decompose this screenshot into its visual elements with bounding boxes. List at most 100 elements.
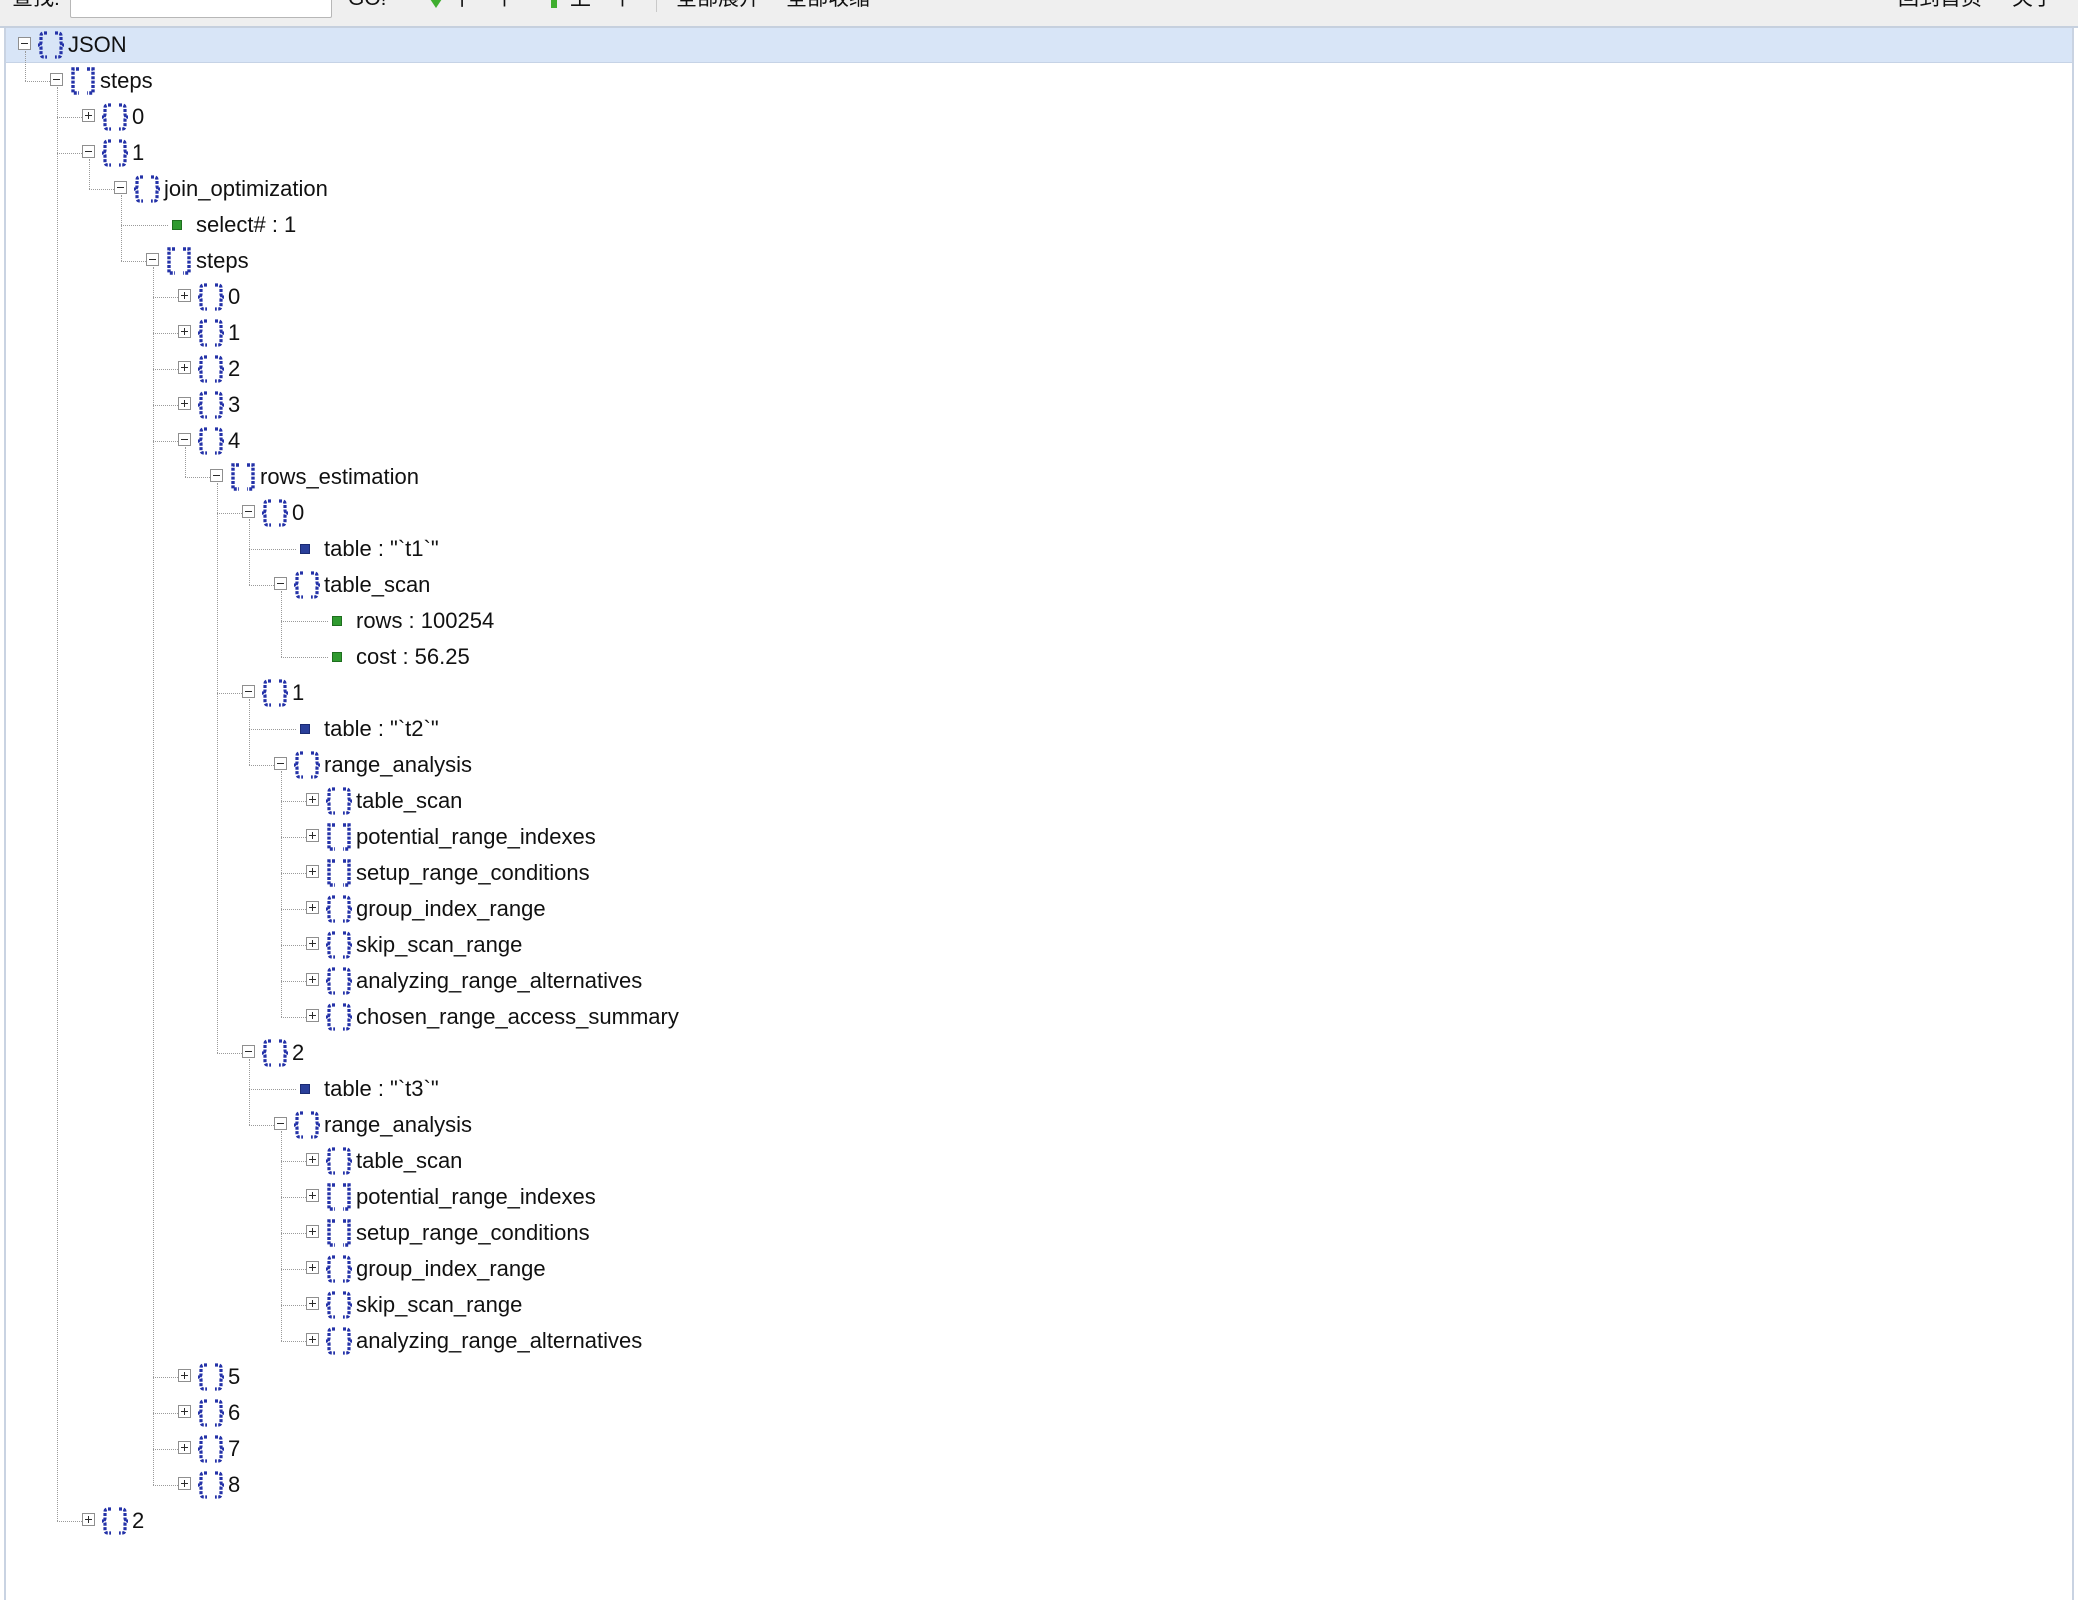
- tree-connector: [281, 981, 306, 982]
- expand-toggle-icon[interactable]: [178, 1405, 191, 1418]
- collapse-toggle-icon[interactable]: [178, 433, 191, 446]
- collapse-toggle-icon[interactable]: [82, 145, 95, 158]
- expand-toggle-icon[interactable]: [306, 937, 319, 950]
- tree-node-row: setup_range_conditions: [6, 856, 2066, 890]
- tree-node-label[interactable]: join_optimization: [164, 176, 328, 201]
- collapse-all-button[interactable]: 全部收缩: [786, 0, 870, 14]
- object-brace-icon: [100, 103, 130, 131]
- tree-node-label[interactable]: JSON: [68, 32, 127, 57]
- tree-connector: [281, 1017, 306, 1018]
- tree-node-label[interactable]: 0: [132, 104, 145, 129]
- collapse-toggle-icon[interactable]: [18, 37, 31, 50]
- expand-toggle-icon[interactable]: [306, 865, 319, 878]
- tree-node-label[interactable]: rows_estimation: [260, 464, 419, 489]
- tree-connector: [153, 333, 178, 334]
- string-value-icon: [300, 1084, 310, 1094]
- collapse-toggle-icon[interactable]: [274, 757, 287, 770]
- tree-connector: [153, 1377, 178, 1378]
- collapse-toggle-icon[interactable]: [114, 181, 127, 194]
- expand-toggle-icon[interactable]: [178, 1477, 191, 1490]
- object-brace-icon: [324, 1291, 354, 1319]
- expand-toggle-icon[interactable]: [82, 1513, 95, 1526]
- expand-all-button[interactable]: 全部展开: [676, 0, 760, 14]
- tree-node-label[interactable]: 2: [292, 1040, 305, 1065]
- next-button[interactable]: 下一个: [430, 0, 515, 14]
- expand-toggle-icon[interactable]: [178, 397, 191, 410]
- object-brace-icon: [260, 679, 290, 707]
- search-input[interactable]: [70, 0, 332, 18]
- tree-node-label[interactable]: table_scan: [356, 788, 463, 813]
- expand-toggle-icon[interactable]: [178, 325, 191, 338]
- tree-node-row: setup_range_conditions: [6, 1216, 2066, 1250]
- expand-toggle-icon[interactable]: [306, 1189, 319, 1202]
- tree-node-label[interactable]: range_analysis: [324, 1112, 472, 1137]
- prev-button[interactable]: 上一个: [548, 0, 633, 14]
- tree-node-label[interactable]: range_analysis: [324, 752, 472, 777]
- tree-node-label[interactable]: 1: [132, 140, 145, 165]
- expand-toggle-icon[interactable]: [178, 361, 191, 374]
- tree-node-label[interactable]: steps: [100, 68, 153, 93]
- collapse-toggle-icon[interactable]: [210, 469, 223, 482]
- tree-node-label[interactable]: 6: [228, 1400, 241, 1425]
- tree-node-label[interactable]: table_scan: [324, 572, 431, 597]
- tree-node-label[interactable]: setup_range_conditions: [356, 1220, 590, 1245]
- tree-node-label[interactable]: chosen_range_access_summary: [356, 1004, 679, 1029]
- tree-node-row: range_analysis: [6, 1108, 2066, 1142]
- expand-toggle-icon[interactable]: [306, 1297, 319, 1310]
- tree-node-label[interactable]: group_index_range: [356, 896, 546, 921]
- tree-node-label[interactable]: 7: [228, 1436, 241, 1461]
- tree-node-label[interactable]: 1: [292, 680, 305, 705]
- tree-node-label[interactable]: potential_range_indexes: [356, 824, 596, 849]
- expand-toggle-icon[interactable]: [306, 793, 319, 806]
- expand-toggle-icon[interactable]: [82, 109, 95, 122]
- tree-node-label[interactable]: 2: [132, 1508, 145, 1533]
- expand-toggle-icon[interactable]: [306, 973, 319, 986]
- tree-node-label[interactable]: group_index_range: [356, 1256, 546, 1281]
- tree-node-label[interactable]: table_scan: [356, 1148, 463, 1173]
- collapse-toggle-icon[interactable]: [242, 1045, 255, 1058]
- collapse-toggle-icon[interactable]: [50, 73, 63, 86]
- tree-node-row: 0: [6, 496, 2066, 530]
- tree-node-label[interactable]: steps: [196, 248, 249, 273]
- collapse-toggle-icon[interactable]: [242, 685, 255, 698]
- expand-toggle-icon[interactable]: [178, 1369, 191, 1382]
- tree-node-label[interactable]: potential_range_indexes: [356, 1184, 596, 1209]
- collapse-toggle-icon[interactable]: [274, 1117, 287, 1130]
- expand-toggle-icon[interactable]: [178, 1441, 191, 1454]
- tree-node-label[interactable]: 3: [228, 392, 241, 417]
- collapse-toggle-icon[interactable]: [274, 577, 287, 590]
- expand-toggle-icon[interactable]: [306, 1333, 319, 1346]
- object-brace-icon: [292, 1111, 322, 1139]
- about-link[interactable]: 关于: [2012, 0, 2054, 14]
- expand-toggle-icon[interactable]: [306, 829, 319, 842]
- expand-toggle-icon[interactable]: [178, 289, 191, 302]
- collapse-toggle-icon[interactable]: [242, 505, 255, 518]
- go-button[interactable]: GO!: [348, 0, 387, 14]
- tree-node-label[interactable]: analyzing_range_alternatives: [356, 1328, 643, 1353]
- tree-node-row: JSON: [6, 28, 2066, 62]
- expand-toggle-icon[interactable]: [306, 1009, 319, 1022]
- home-link[interactable]: 回到首页: [1898, 0, 1982, 14]
- tree-node-label[interactable]: setup_range_conditions: [356, 860, 590, 885]
- expand-toggle-icon[interactable]: [306, 1225, 319, 1238]
- expand-toggle-icon[interactable]: [306, 1261, 319, 1274]
- expand-toggle-icon[interactable]: [306, 1153, 319, 1166]
- tree-node-label[interactable]: 0: [292, 500, 305, 525]
- tree-node-label[interactable]: 0: [228, 284, 241, 309]
- tree-node-label[interactable]: skip_scan_range: [356, 1292, 523, 1317]
- tree-node-label[interactable]: 2: [228, 356, 241, 381]
- tree-node-label[interactable]: 8: [228, 1472, 241, 1497]
- tree-node-label[interactable]: 5: [228, 1364, 241, 1389]
- tree-node-label[interactable]: analyzing_range_alternatives: [356, 968, 643, 993]
- object-brace-icon: [324, 1147, 354, 1175]
- expand-toggle-icon[interactable]: [306, 901, 319, 914]
- number-value-icon: [172, 220, 182, 230]
- tree-node-row: group_index_range: [6, 892, 2066, 926]
- tree-guide-line: [153, 267, 154, 1485]
- tree-connector: [57, 117, 82, 118]
- tree-node-label[interactable]: skip_scan_range: [356, 932, 523, 957]
- tree-node-label[interactable]: 1: [228, 320, 241, 345]
- tree-node-label[interactable]: 4: [228, 428, 241, 453]
- collapse-toggle-icon[interactable]: [146, 253, 159, 266]
- tree-guide-line: [25, 51, 26, 81]
